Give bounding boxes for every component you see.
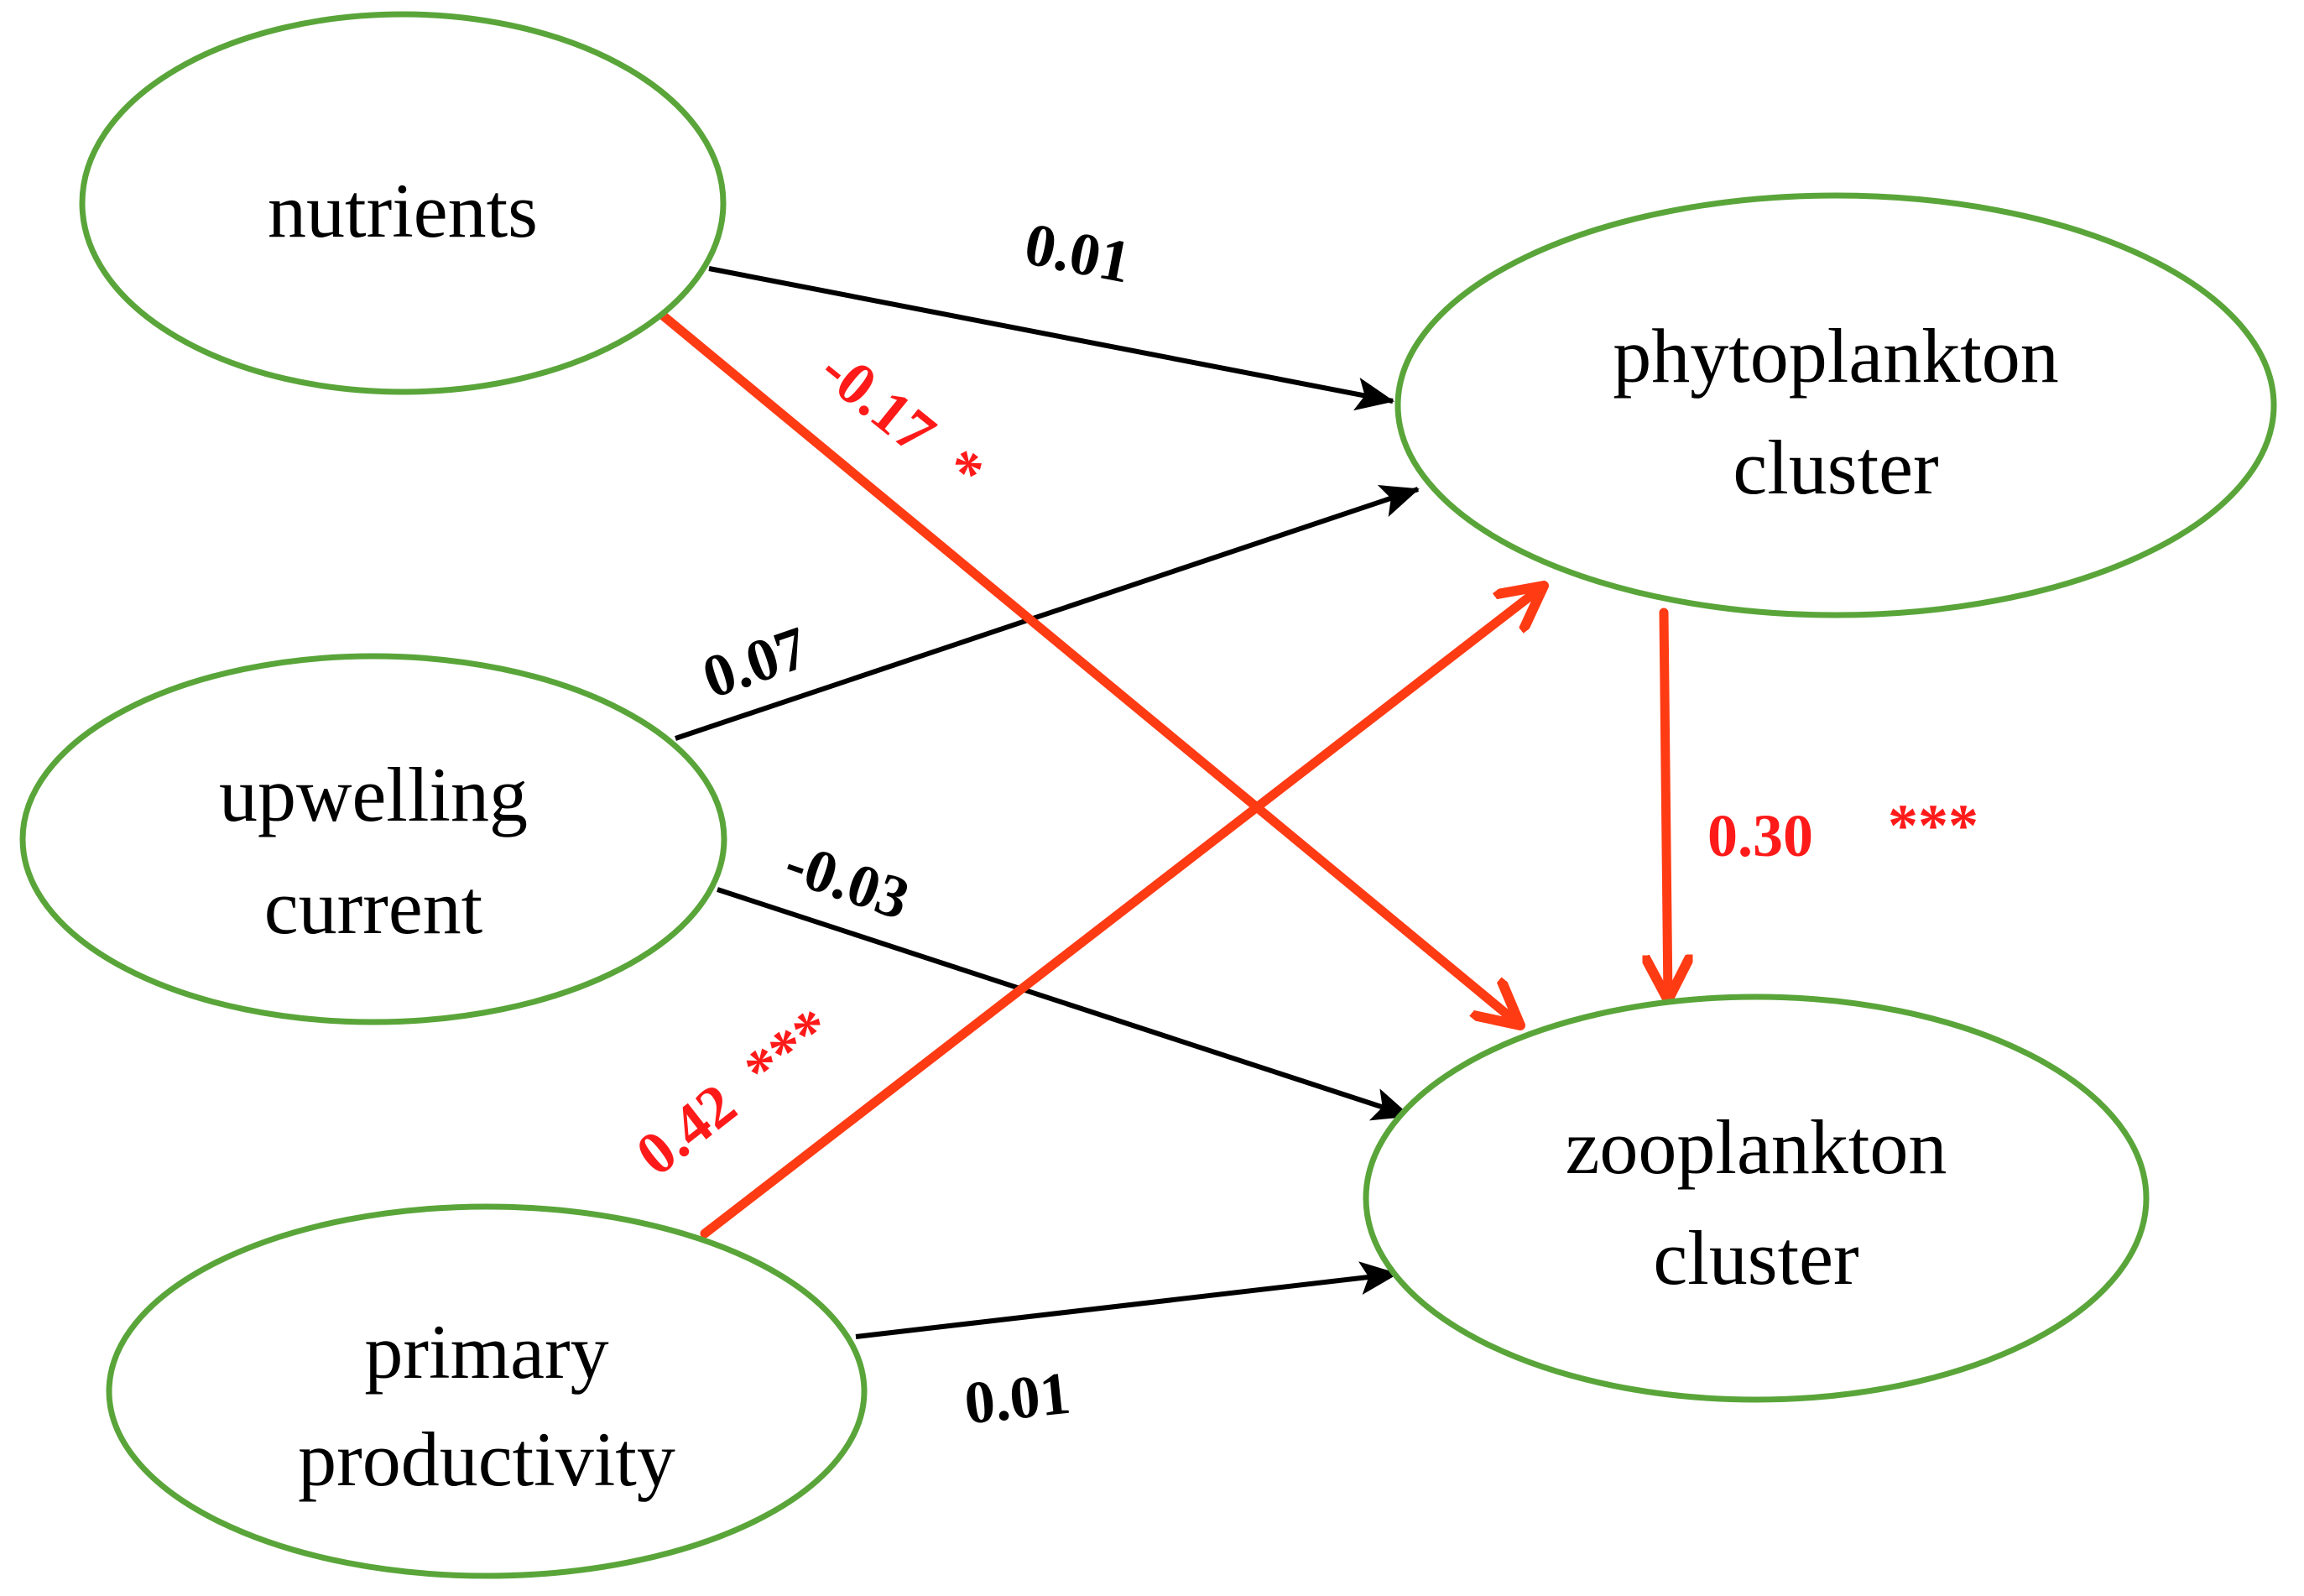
edge-nutrients-zoo [658, 310, 1520, 1025]
edge-label-primary-phyto-significance: *** [732, 995, 845, 1104]
edge-primary-zoo [855, 1261, 1399, 1339]
edge-label-nutrients-zoo: -0.17 * [808, 336, 996, 506]
node-nutrients: nutrients [79, 11, 727, 395]
node-label: phytoplankton [1613, 313, 2059, 399]
node-label: cluster [1653, 1215, 1858, 1301]
node-label: zooplankton [1566, 1104, 1947, 1190]
node-phytoplankton-cluster: phytoplankton cluster [1394, 192, 2277, 618]
node-primary-productivity: primary productivity [106, 1203, 868, 1579]
edge-upwelling-zoo [717, 887, 1411, 1121]
edge-label-phyto-zoo-significance: *** [1888, 792, 1978, 859]
node-label: productivity [298, 1416, 675, 1502]
node-label: nutrients [268, 168, 538, 253]
node-label: current [264, 864, 483, 950]
node-label: primary [364, 1309, 608, 1395]
node-zooplankton-cluster: zooplankton cluster [1363, 994, 2150, 1403]
edge-upwelling-phyto [675, 485, 1420, 741]
edge-label-primary-phyto: 0.42 *** [623, 995, 845, 1189]
node-upwelling-current: upwelling current [19, 653, 727, 1025]
svg-text:0.42 ***: 0.42 *** [623, 995, 845, 1189]
edge-label-nutrients-zoo-significance: * [930, 435, 996, 506]
node-label: upwelling [219, 752, 528, 837]
edge-nutrients-phyto [708, 266, 1394, 411]
edge-primary-phyto [700, 586, 1544, 1239]
edge-label-nutrients-phyto-coefficient: 0.01 [1019, 210, 1136, 296]
svg-text:-0.17 *: -0.17 * [808, 336, 996, 506]
edge-label-primary-phyto-coefficient: 0.42 [623, 1071, 748, 1189]
edge-label-primary-zoo-coefficient: 0.01 [962, 1359, 1074, 1437]
edge-label-phyto-zoo-coefficient: 0.30 [1707, 802, 1813, 869]
node-label: cluster [1733, 425, 1938, 510]
edge-phyto-zoo [1664, 608, 1668, 1000]
